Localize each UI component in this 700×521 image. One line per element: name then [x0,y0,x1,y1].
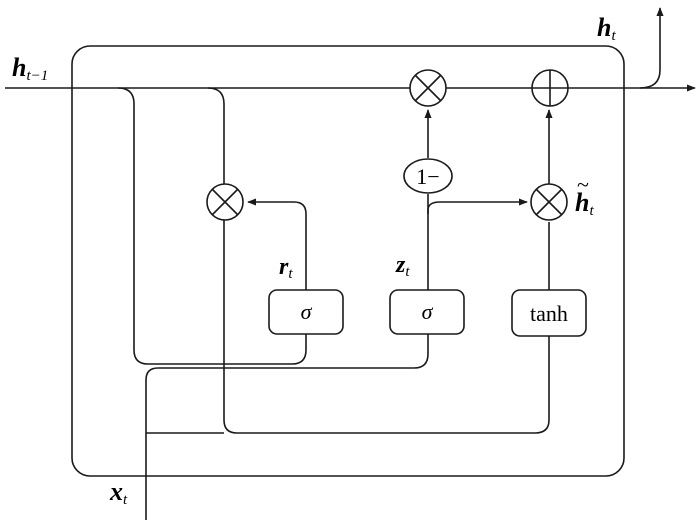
h-prev-branch-reset [207,87,550,434]
x-in-label: xt [109,477,128,508]
update-gate-right [427,198,528,214]
tanh-label: tanh [530,301,568,326]
h-prev-label: ht−1 [12,53,48,84]
sigma-reset-box: σ [268,289,344,335]
tanh-box: tanh [511,289,587,337]
candidate-label: ht [575,188,594,219]
sigma-update-box: σ [389,289,465,335]
h-prev-branch-lower [117,87,307,365]
multiply-operator-reset [206,183,244,221]
update-gate-label: zt [395,252,410,280]
candidate-tilde: ~ [577,172,589,197]
sigma-reset-label: σ [301,299,313,324]
reset-gate-path [247,198,307,290]
one-minus-label: 1− [416,164,439,189]
multiply-operator-candidate [530,183,568,221]
cell-frame [71,45,625,477]
reset-gate-label: rt [279,254,293,282]
h-out-label: ht [597,13,616,44]
multiply-operator-top [409,69,447,107]
x-input-line [145,334,429,520]
add-operator [531,69,569,107]
sigma-update-label: σ [422,299,434,324]
one-minus-node: 1− [403,158,453,194]
output-branch-up [639,7,664,89]
